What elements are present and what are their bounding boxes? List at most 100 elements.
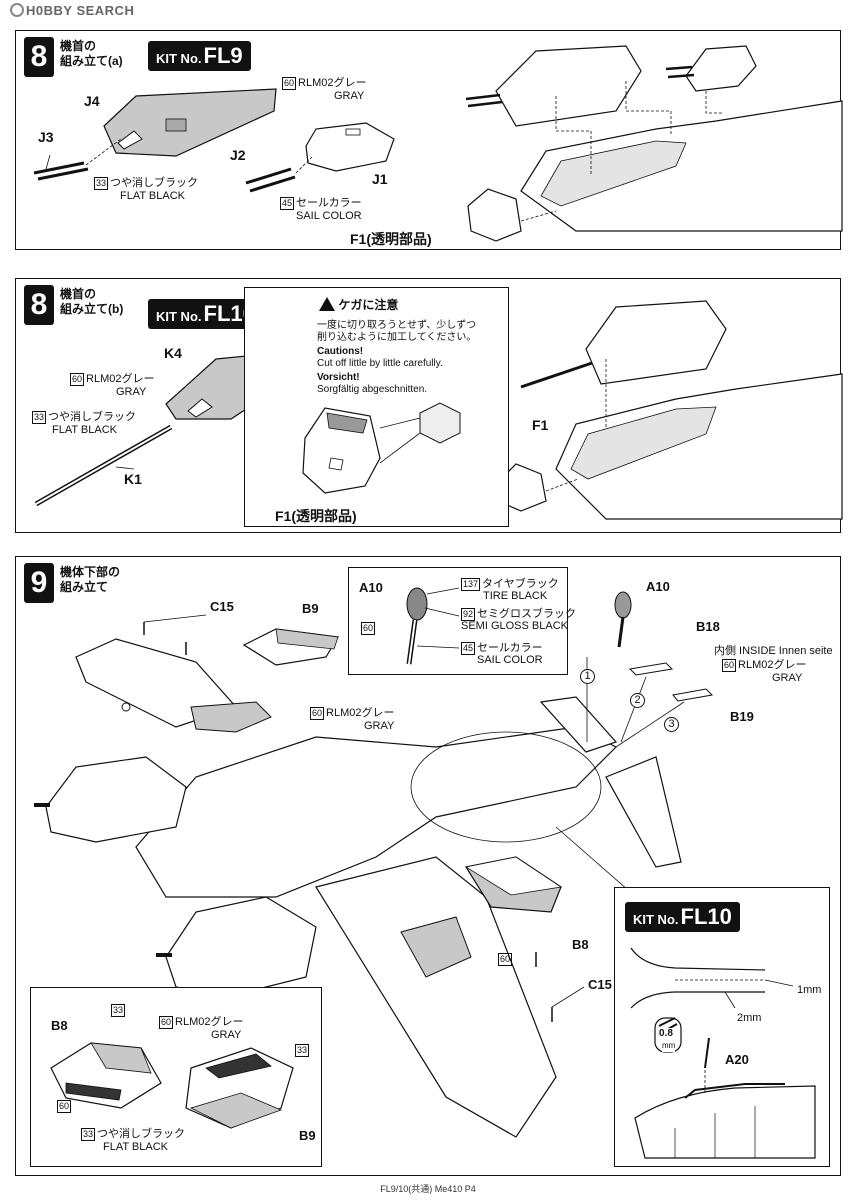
caution-heading-ja: ケガに注意 — [319, 296, 398, 313]
step-circle-2: 2 — [630, 693, 645, 708]
caution-text-ja-1: 一度に切り取ろうとせず、少しずつ — [317, 320, 477, 331]
part-j4: J4 — [84, 93, 100, 109]
dim-1mm-label: 1mm — [797, 984, 822, 996]
b9-part-top-face — [275, 628, 339, 650]
part-j1: J1 — [372, 171, 388, 187]
a10-leader-137 — [426, 587, 460, 595]
wheel-well-gray — [190, 701, 272, 733]
fuselage — [135, 726, 618, 898]
b8-part-main-top — [464, 856, 563, 896]
j3-barrel-1 — [33, 161, 85, 175]
nose-fuselage-b — [555, 373, 843, 520]
color-60-num-b8-side: 60 — [57, 1100, 72, 1113]
color-33-en-inset: FLAT BLACK — [103, 1141, 169, 1153]
nose-bay-b — [570, 406, 717, 480]
c15-leader-top — [143, 614, 207, 623]
kit-badge-fl10-inset: KIT No.FL10 — [625, 902, 740, 932]
f1-cut-area — [326, 412, 368, 434]
step-9-panel: 9 機体下部の 組み立て — [15, 556, 841, 1176]
j4-part-drawing — [103, 88, 277, 157]
b9-inset-black — [205, 1053, 272, 1079]
caution-box: ケガに注意 一度に切り取ろうとせず、少しずつ 削り込むように加工してください。 … — [244, 287, 509, 527]
j3-leader — [45, 154, 51, 170]
step-8a-drawing — [33, 45, 843, 242]
part-f1: F1 — [532, 417, 549, 433]
b9-inset-gray — [189, 1092, 283, 1129]
fl10-antenna-rail — [684, 1083, 785, 1099]
j1-arrow — [295, 156, 313, 174]
f1-clear-nose — [467, 188, 522, 242]
k1-cannon-inner — [35, 426, 172, 505]
part-j3: J3 — [38, 129, 54, 145]
color-33-num-b8: 33 — [111, 1004, 126, 1017]
assembly-guide-3 — [705, 91, 724, 114]
top-gun-2 — [667, 73, 695, 79]
nose-canopy-upper — [495, 45, 642, 127]
right-wheel-well-gray — [400, 916, 472, 978]
color-60-en-b: GRAY — [116, 386, 147, 398]
j4-detail — [165, 118, 187, 132]
part-b8-inset: B8 — [51, 1018, 68, 1033]
f1-arrow-b — [545, 478, 579, 492]
fl10-fuselage-bottom — [630, 991, 765, 1009]
c15-leader-bottom — [551, 986, 585, 1008]
step-8b-number: 8 — [24, 285, 54, 325]
color-45-en: SAIL COLOR — [296, 210, 362, 222]
page-footer: FL9/10(共通) Me410 P4 — [380, 1184, 476, 1194]
wing-hole — [121, 702, 131, 712]
detail-highlight-ellipse — [410, 731, 602, 843]
step-8a-number: 8 — [24, 37, 54, 77]
j1-part-drawing — [305, 122, 395, 172]
caution-heading-en: Cautions! — [317, 346, 364, 357]
step-circle-3: 3 — [664, 717, 679, 732]
j1-hatch — [345, 128, 361, 136]
fl10-fuselage-top — [630, 947, 766, 971]
nose-fuselage — [520, 100, 843, 232]
part-c15-bottom: C15 — [588, 977, 612, 992]
a10-strut-inner — [408, 619, 416, 665]
drill-unit-label: mm — [662, 1040, 676, 1052]
part-a10-main: A10 — [646, 579, 670, 594]
caution-drawing — [302, 402, 461, 494]
part-f1-clear: F1(透明部品) — [350, 231, 432, 247]
step-8a-title: 機首の 組み立て(a) — [60, 39, 123, 68]
color-60-en-wing: GRAY — [364, 720, 395, 732]
part-b19: B19 — [730, 709, 754, 724]
part-b9-top: B9 — [302, 601, 319, 616]
part-a20: A20 — [725, 1052, 749, 1067]
nose-gun-2 — [467, 100, 503, 108]
caution-text-en: Cut off little by little carefully. — [317, 358, 443, 369]
right-wing — [315, 856, 557, 1138]
color-33-en: FLAT BLACK — [120, 190, 186, 202]
color-33-num-b9: 33 — [295, 1044, 310, 1057]
b8-b9-detail-drawing — [50, 1042, 294, 1129]
nose-gun-1 — [465, 93, 501, 101]
drill-icon-stripe-1 — [658, 1017, 676, 1027]
ellipse-leader — [555, 826, 637, 898]
cannon-barrel — [520, 361, 593, 389]
b19-part — [672, 688, 714, 702]
caution-text-de: Sorgfältig abgeschnitten. — [317, 384, 428, 395]
a10-wheel-main — [614, 591, 632, 619]
caution-heading-de: Vorsicht! — [317, 372, 360, 383]
guide-line-3 — [615, 701, 685, 748]
a10-leader-45 — [416, 645, 460, 649]
b8-inset-gray — [90, 1042, 152, 1074]
step-8b-drawing — [34, 300, 843, 520]
detail-leader — [379, 417, 421, 429]
fl10-rear-fuselage — [634, 1085, 816, 1159]
kit-badge-fl9: KIT No.FL9 — [148, 41, 251, 71]
fl10-dim-2mm — [724, 991, 736, 1009]
j3-arrow — [85, 138, 122, 166]
color-60-label-a10: 60 — [361, 622, 376, 635]
